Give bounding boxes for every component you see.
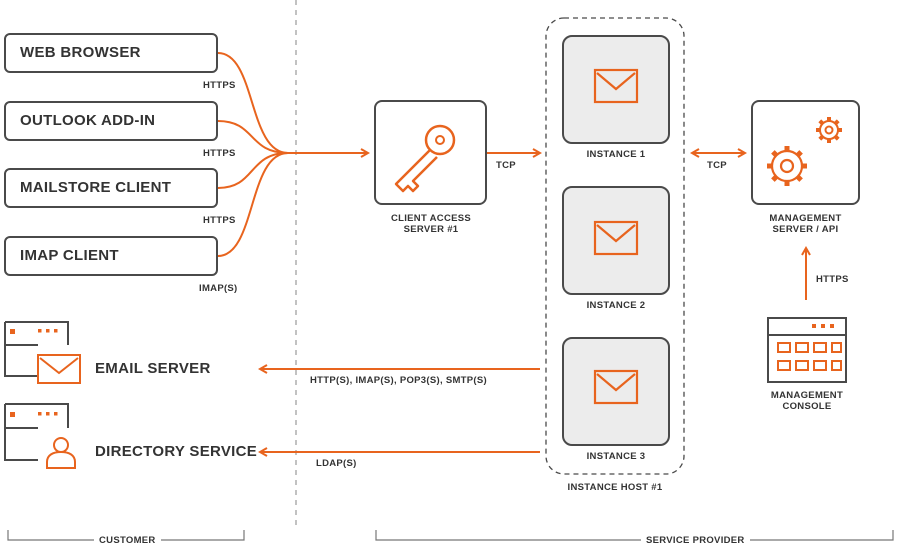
instance-icon	[562, 186, 670, 295]
protocol-label: HTTPS	[203, 148, 236, 159]
client-web-browser: WEB BROWSER	[4, 33, 218, 73]
directory-service-label: DIRECTORY SERVICE	[95, 443, 258, 460]
management-console-icon	[767, 317, 847, 383]
client-label: WEB BROWSER	[20, 44, 141, 61]
client-label: OUTLOOK ADD-IN	[20, 112, 156, 129]
instance-host-container	[545, 17, 685, 475]
directory-server-icon	[4, 403, 76, 469]
client-access-server-icon	[374, 100, 487, 205]
instance-label: INSTANCE 1	[586, 149, 646, 160]
email-server-icon	[4, 321, 81, 384]
directory-protocols-label: LDAP(S)	[316, 458, 357, 469]
client-access-label-line1: CLIENT ACCESS	[390, 213, 472, 224]
instance-icon	[562, 35, 670, 144]
client-label: MAILSTORE CLIENT	[20, 179, 172, 196]
email-protocols-label: HTTP(S), IMAP(S), POP3(S), SMTP(S)	[310, 375, 487, 386]
instance-host-label: INSTANCE HOST #1	[567, 482, 663, 493]
console-label-line2: CONSOLE	[782, 401, 832, 412]
provider-bracket	[375, 530, 894, 541]
instance-label: INSTANCE 2	[586, 300, 646, 311]
gear-icon	[767, 146, 807, 186]
management-label-line2: SERVER / API	[772, 224, 839, 235]
console-label-line1: MANAGEMENT	[770, 390, 844, 401]
client-imap: IMAP CLIENT	[4, 236, 218, 276]
tcp-label: TCP	[707, 160, 727, 171]
provider-zone-label: SERVICE PROVIDER	[641, 535, 750, 546]
protocol-label: HTTPS	[203, 215, 236, 226]
gear-icon	[816, 117, 842, 143]
management-server-icon	[751, 100, 860, 205]
client-connectors	[217, 52, 289, 257]
client-mailstore: MAILSTORE CLIENT	[4, 168, 218, 208]
tcp-label: TCP	[496, 160, 516, 171]
management-label-line1: MANAGEMENT	[769, 213, 842, 224]
email-server-label: EMAIL SERVER	[95, 360, 211, 377]
client-outlook-add-in: OUTLOOK ADD-IN	[4, 101, 218, 141]
protocol-label: HTTPS	[203, 80, 236, 91]
protocol-label: IMAP(S)	[199, 283, 238, 294]
client-label: IMAP CLIENT	[20, 247, 119, 264]
https-label: HTTPS	[816, 274, 849, 285]
instance-icon	[562, 337, 670, 446]
instance-label: INSTANCE 3	[586, 451, 646, 462]
customer-zone-label: CUSTOMER	[94, 535, 161, 546]
client-access-label-line2: SERVER #1	[403, 224, 459, 235]
